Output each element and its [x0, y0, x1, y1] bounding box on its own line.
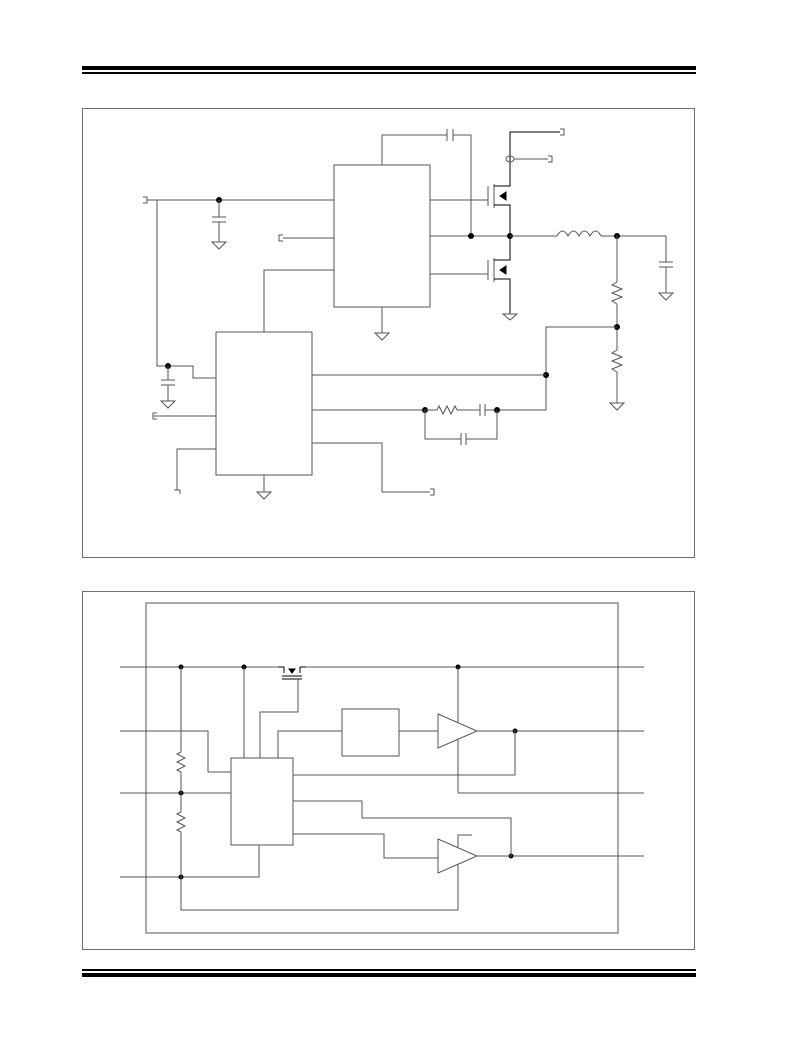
resistor [612, 282, 622, 304]
high-side-mosfet [488, 132, 560, 236]
device-boundary [146, 603, 618, 933]
low-side-driver-amp [438, 839, 477, 873]
header-rule-thin [82, 72, 696, 74]
output-terminal [560, 129, 564, 135]
ground-symbol [375, 333, 389, 340]
pin-line [120, 731, 231, 772]
input-terminal [153, 413, 157, 419]
footer-rule-thick [82, 973, 696, 977]
gate-driver-block [334, 165, 430, 307]
junction-dot [468, 233, 474, 239]
ground-symbol [659, 293, 673, 300]
ground-symbol [610, 403, 624, 410]
input-terminal [279, 235, 283, 241]
ground-symbol [212, 242, 226, 249]
resistor [177, 812, 185, 832]
ground-symbol [257, 492, 271, 499]
low-side-mosfet [488, 236, 510, 314]
high-side-driver-amp [438, 714, 477, 748]
footer-rule-thin [82, 969, 696, 971]
application-circuit-panel [82, 108, 695, 558]
ground-symbol [503, 314, 517, 320]
output-terminal [430, 489, 434, 495]
pin-line [120, 845, 259, 877]
output-terminal [548, 156, 552, 162]
resistor [177, 752, 185, 772]
pass-mosfet [260, 667, 306, 758]
resistor [437, 406, 457, 414]
resistor [612, 350, 622, 372]
inductor [557, 231, 601, 236]
reference-block [342, 709, 399, 756]
input-terminal [174, 490, 180, 494]
header-rule-thick [82, 66, 696, 70]
block-diagram-panel [82, 591, 695, 950]
control-logic-block [231, 758, 293, 845]
ground-symbol [161, 401, 175, 408]
